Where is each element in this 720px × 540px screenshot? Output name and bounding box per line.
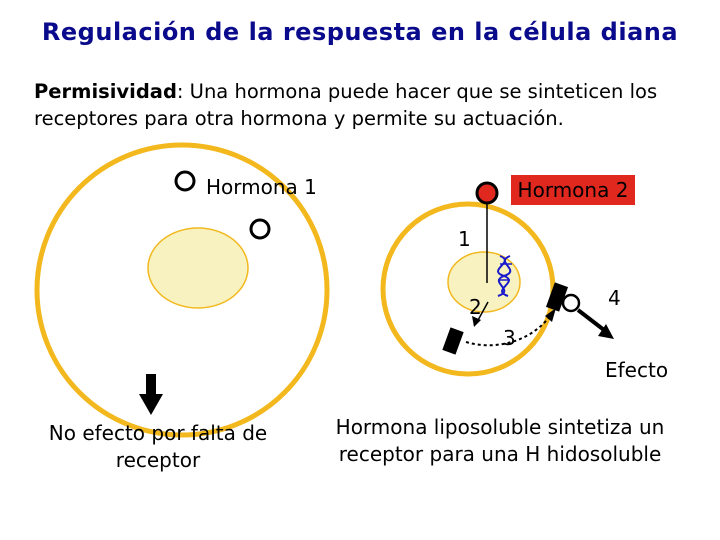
step4-arrow xyxy=(578,310,614,339)
step1-label: 1 xyxy=(458,227,471,251)
left-cell-nucleus xyxy=(148,228,248,308)
efecto-label: Efecto xyxy=(605,358,668,382)
hormona1-inside-icon xyxy=(251,220,269,238)
step3-label: 3 xyxy=(503,326,516,350)
hormona2-label: Hormona 2 xyxy=(511,175,635,205)
hormona1-label: Hormona 1 xyxy=(206,175,317,199)
liposoluble-caption: Hormona liposoluble sintetiza un recepto… xyxy=(330,414,670,468)
hormona1-molecule-icon xyxy=(176,172,194,190)
no-efecto-caption: No efecto por falta de receptor xyxy=(38,420,278,474)
receptor-site-icon xyxy=(563,295,579,311)
hormona2-molecule-icon xyxy=(477,183,497,203)
step2-label: 2 xyxy=(469,295,482,319)
step4-label: 4 xyxy=(608,286,621,310)
